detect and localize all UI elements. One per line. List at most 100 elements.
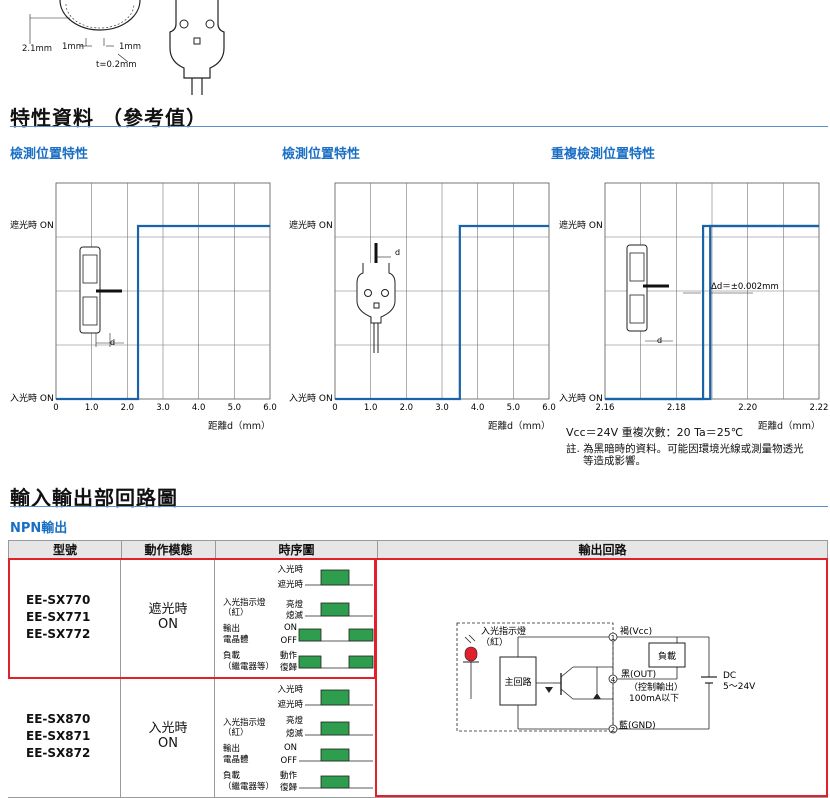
chart-3-xtick: 2.22 [810, 403, 829, 413]
chart-2-xtick: 4.0 [471, 403, 485, 413]
chart-2-title: 檢測位置特性 [282, 147, 361, 162]
chart-1-xtick: 5.0 [228, 403, 242, 413]
row2-mode: 入光時 ON [122, 721, 214, 751]
chart-1-xtick: 2.0 [121, 403, 135, 413]
svg-text:遮光時: 遮光時 [277, 699, 303, 710]
chart-3-y-off: 入光時 ON [559, 392, 603, 404]
row1-mode-line1: 遮光時 [148, 602, 188, 617]
chart-1-d-label: d [110, 338, 115, 347]
row1-mode-line2: ON [158, 617, 178, 632]
chart-3-sensor-sketch [626, 244, 753, 342]
col-model: 型號 [8, 540, 122, 559]
chart-2-xtick: 5.0 [507, 403, 521, 413]
row2-mode-line2: ON [158, 736, 178, 751]
row1-mode: 遮光時 ON [122, 602, 214, 632]
chart-1-xtick: 6.0 [263, 403, 277, 413]
svg-text:負載: 負載 [223, 650, 241, 661]
svg-text:褐(Vcc): 褐(Vcc) [620, 626, 652, 637]
chart-1-y-on: 遮光時 ON [10, 219, 54, 231]
chart-2-d-label: d [395, 248, 400, 257]
svg-text:藍(GND): 藍(GND) [619, 719, 656, 731]
col-mode: 動作模態 [121, 540, 216, 559]
npn-output-label: NPN輸出 [10, 521, 68, 536]
chart-1-sensor-sketch [79, 246, 124, 347]
chart-3-title: 重複檢測位置特性 [551, 147, 656, 162]
chart-1-xtick: 0 [53, 403, 58, 413]
section-rule [10, 126, 828, 127]
chart-3-xtick: 2.18 [667, 403, 686, 413]
svg-text:100mA以下: 100mA以下 [629, 694, 679, 704]
svg-text:黑(OUT): 黑(OUT) [621, 669, 656, 680]
svg-text:1: 1 [611, 634, 615, 642]
chart-2-y-on: 遮光時 ON [289, 219, 333, 231]
svg-text:動作: 動作 [280, 770, 298, 781]
timing-pulses-row1 [298, 569, 374, 669]
chart-1-title: 檢測位置特性 [10, 147, 89, 162]
svg-text:輸出: 輸出 [223, 623, 240, 634]
svg-text:2: 2 [611, 726, 615, 734]
chart-2-xtick: 0 [332, 403, 337, 413]
chart-2-xtick: 1.0 [364, 403, 378, 413]
svg-text:主回路: 主回路 [504, 676, 531, 688]
timing-pulses-row2 [299, 689, 373, 789]
svg-text:入光指示燈: 入光指示燈 [223, 597, 266, 608]
note-line-2: 等造成影響。 [583, 455, 646, 467]
model-ee-sx770: EE-SX770 [26, 593, 91, 607]
condition-line: Vcc＝24V 重複次數：20 Ta＝25℃ [566, 426, 744, 439]
chart-2-y-off: 入光時 ON [289, 392, 333, 404]
chart-3-xlabel: 距離d（mm） [758, 421, 821, 432]
section-rule-2 [10, 506, 828, 507]
svg-text:（繼電器等）: （繼電器等） [223, 661, 274, 672]
svg-text:入光指示燈: 入光指示燈 [223, 717, 266, 728]
svg-text:入光時: 入光時 [277, 564, 303, 575]
svg-text:負載: 負載 [223, 770, 241, 781]
timing-diagram-row2: 入光時 遮光時 入光指示燈 （紅） 亮燈 熄滅 輸出 電晶體 ON OFF 負載… [223, 684, 373, 793]
dim-1mm-right: 1mm [119, 42, 141, 52]
svg-text:負載: 負載 [658, 650, 676, 662]
load-box [648, 642, 686, 668]
chart-3-delta: Δd＝±0.002mm [711, 282, 779, 292]
svg-text:動作: 動作 [280, 650, 298, 661]
chart-2-sensor-sketch [356, 243, 396, 353]
highlight-row1 [8, 558, 376, 679]
output-circuit-diagram: 入光指示燈 （紅） 主回路 1 4 2 負載 褐(Vcc) 黑(OUT) （控制… [456, 622, 756, 734]
svg-text:OFF: OFF [281, 636, 298, 646]
chart-2: 遮光時 ON 入光時 ON 0 1.0 2.0 3.0 4.0 5.0 6.0 d [289, 182, 556, 413]
top-sensor-drawing [29, 0, 225, 95]
row2-models: EE-SX870 EE-SX871 EE-SX872 [26, 711, 90, 762]
model-ee-sx872: EE-SX872 [26, 746, 91, 760]
chart-3-xtick: 2.20 [738, 403, 757, 413]
chart-1-xtick: 1.0 [85, 403, 99, 413]
model-ee-sx771: EE-SX771 [26, 610, 91, 624]
svg-text:電晶體: 電晶體 [223, 634, 249, 645]
chart-2-xtick: 2.0 [400, 403, 414, 413]
svg-text:入光時: 入光時 [277, 684, 303, 695]
note-line-1: 註. 為黑暗時的資料。可能因環境光線或測量物透光 [566, 443, 804, 455]
svg-text:入光指示燈: 入光指示燈 [481, 625, 526, 637]
svg-text:DC: DC [723, 671, 736, 681]
row2-mode-line1: 入光時 [148, 721, 188, 736]
dim-thickness: t=0.2mm [96, 60, 137, 70]
col-timing: 時序圖 [215, 540, 378, 559]
chart-1-xlabel: 距離d（mm） [208, 421, 271, 432]
svg-text:（控制輸出）: （控制輸出） [629, 681, 683, 693]
chart-1-xtick: 3.0 [156, 403, 170, 413]
svg-text:（繼電器等）: （繼電器等） [223, 781, 274, 792]
chart-2-xtick: 3.0 [435, 403, 449, 413]
chart-3-curve-2 [605, 224, 819, 401]
row1-models: EE-SX770 EE-SX771 EE-SX772 [26, 592, 90, 643]
chart-2-curve-1 [335, 224, 549, 401]
model-ee-sx870: EE-SX870 [26, 712, 91, 726]
svg-text:4: 4 [611, 676, 616, 684]
model-ee-sx772: EE-SX772 [26, 627, 91, 641]
chart-2-xtick: 6.0 [542, 403, 556, 413]
io-table: 型號 動作模態 時序圖 輸出回路 [8, 540, 828, 559]
svg-text:復歸: 復歸 [280, 662, 298, 673]
svg-text:5～24V: 5～24V [723, 682, 756, 692]
svg-text:輸出: 輸出 [223, 743, 240, 754]
chart-2-xlabel: 距離d（mm） [488, 421, 551, 432]
indicator-led [464, 646, 478, 662]
svg-text:ON: ON [284, 623, 297, 633]
dim-1mm-left: 1mm [62, 42, 84, 52]
